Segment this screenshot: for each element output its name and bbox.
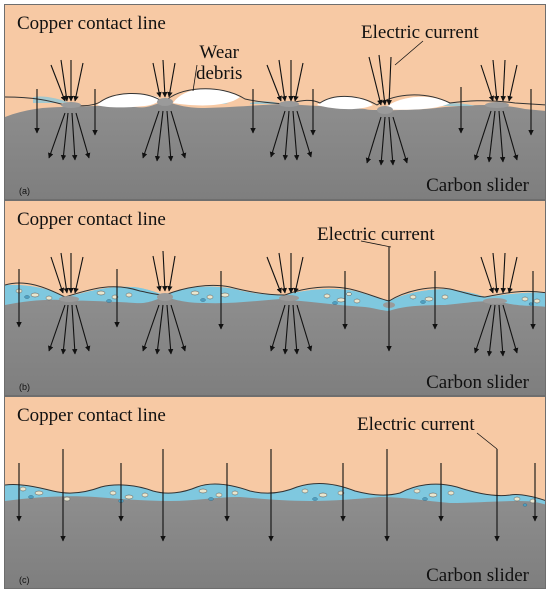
air-gap <box>317 96 373 110</box>
copper-contact-line-label: Copper contact line <box>17 209 166 230</box>
air-gap <box>383 96 450 110</box>
current-arrows-b <box>16 247 536 357</box>
current-leader-line <box>476 432 498 450</box>
contact-spot <box>61 102 81 108</box>
electric-current-label: Electric current <box>317 224 435 245</box>
panel-b-diagram <box>5 201 545 395</box>
debris-leader-line <box>192 64 198 92</box>
contact-spot <box>485 102 509 108</box>
current-arrows-c <box>16 449 538 542</box>
current-leader-line <box>394 40 424 66</box>
current-arrows-a <box>34 54 534 166</box>
carbon-slider-label: Carbon slider <box>426 372 529 393</box>
air-gap <box>173 88 240 106</box>
panel-c-diagram <box>5 397 545 588</box>
contact-spot <box>279 101 299 107</box>
copper-body <box>5 201 545 301</box>
carbon-slider-label: Carbon slider <box>426 175 529 196</box>
panel-letter-a: (a) <box>19 186 30 196</box>
copper-edge <box>5 282 545 302</box>
wear-debris-label-line2: debris <box>196 63 243 84</box>
electric-current-label: Electric current <box>361 22 479 43</box>
contact-spot <box>157 293 173 301</box>
contact-spot <box>157 98 173 106</box>
panel-c: Copper contact line Electric current Car… <box>4 396 546 589</box>
wear-debris-label: Wear debris <box>196 42 242 84</box>
wear-debris-label-line1: Wear <box>199 42 240 63</box>
copper-body <box>5 397 545 501</box>
panel-a: Copper contact line Electric current Wea… <box>4 4 546 200</box>
panel-a-diagram <box>5 40 545 199</box>
panel-letter-b: (b) <box>19 382 30 392</box>
panel-b: Copper contact line Electric current Car… <box>4 200 546 396</box>
carbon-slider-body <box>5 102 545 199</box>
carbon-slider-body <box>5 496 545 588</box>
contact-spot <box>279 295 299 301</box>
copper-contact-line-label: Copper contact line <box>17 13 166 34</box>
contact-spot <box>483 298 507 304</box>
copper-edge <box>5 483 545 501</box>
copper-edge <box>5 88 545 107</box>
air-gap <box>97 93 160 108</box>
panel-letter-c: (c) <box>19 575 30 585</box>
wear-particles-blue <box>24 295 534 306</box>
current-leader-line <box>360 240 392 248</box>
electric-current-label: Electric current <box>357 414 475 435</box>
contact-spot <box>377 106 393 114</box>
contact-spot <box>59 296 79 302</box>
copper-contact-line-label: Copper contact line <box>17 405 166 426</box>
carbon-slider-label: Carbon slider <box>426 565 529 586</box>
wear-particles-blue <box>28 495 528 507</box>
